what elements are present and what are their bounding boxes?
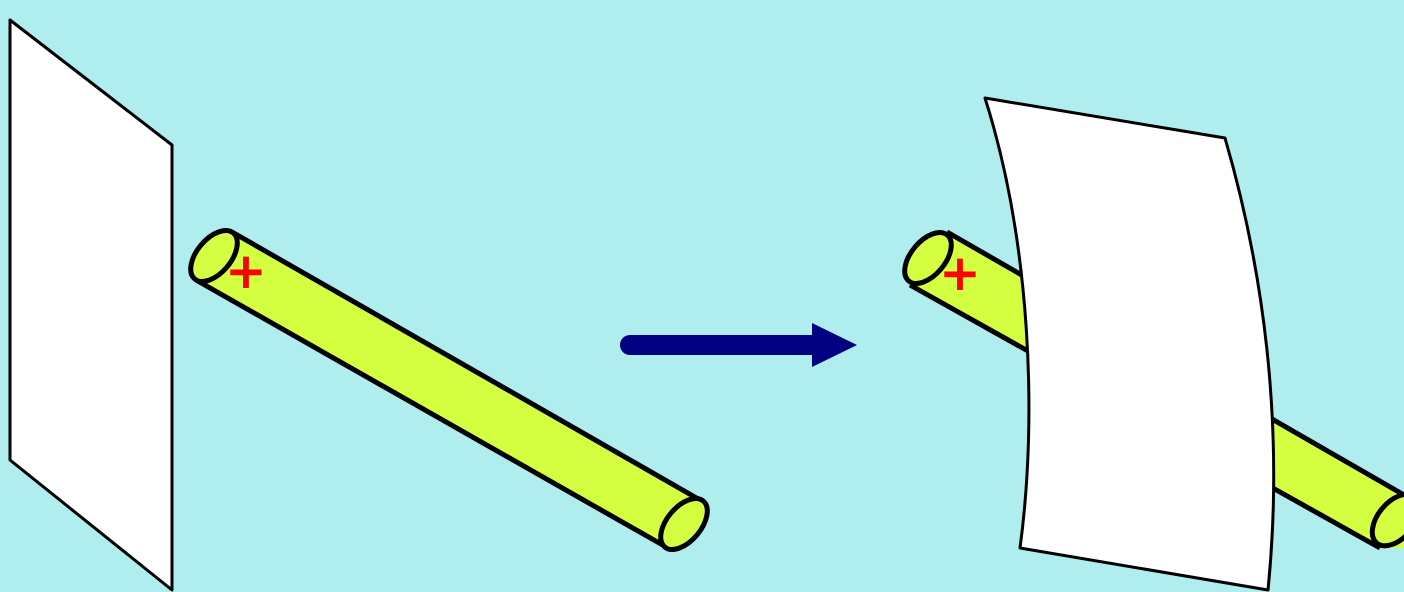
paper-sheet-bent xyxy=(985,98,1274,590)
positive-charge-symbol: + xyxy=(225,242,267,300)
positive-charge-symbol: + xyxy=(939,244,981,302)
